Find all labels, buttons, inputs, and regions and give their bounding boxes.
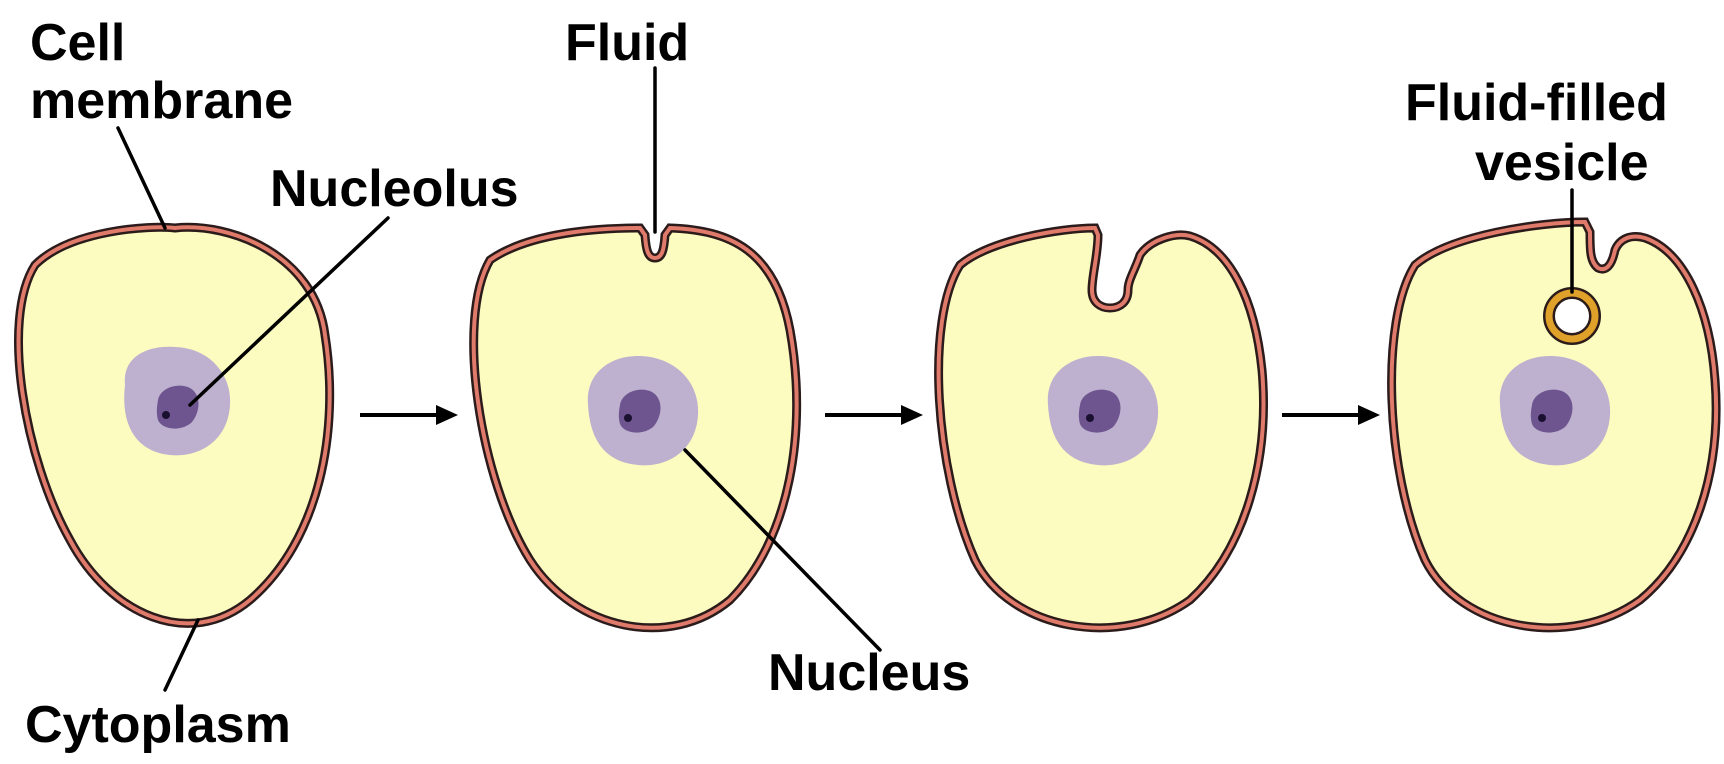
cell-2-nucleolus-dot — [624, 414, 632, 422]
label-fluid: Fluid — [565, 14, 689, 72]
label-cell-membrane-line1: Cell — [30, 14, 125, 72]
cell-4-nucleolus-dot — [1538, 414, 1546, 422]
label-vesicle-line1: Fluid-filled — [1405, 74, 1668, 132]
arrow-3 — [1282, 405, 1380, 425]
cell-4 — [1392, 222, 1716, 628]
label-cell-membrane-line2: membrane — [30, 72, 293, 130]
cell-3-nucleolus-dot — [1086, 414, 1094, 422]
label-nucleolus: Nucleolus — [270, 160, 519, 218]
arrow-2 — [825, 405, 923, 425]
cell-2 — [474, 228, 797, 628]
label-nucleus: Nucleus — [768, 644, 970, 702]
arrow-1 — [360, 405, 458, 425]
label-cytoplasm: Cytoplasm — [25, 696, 291, 754]
cell-3 — [939, 228, 1264, 628]
cell-1-nucleolus-dot — [162, 411, 170, 419]
leader-cytoplasm — [165, 620, 198, 690]
label-vesicle-line2: vesicle — [1475, 134, 1649, 192]
leader-cell-membrane — [118, 128, 165, 228]
cell-1 — [19, 227, 330, 623]
